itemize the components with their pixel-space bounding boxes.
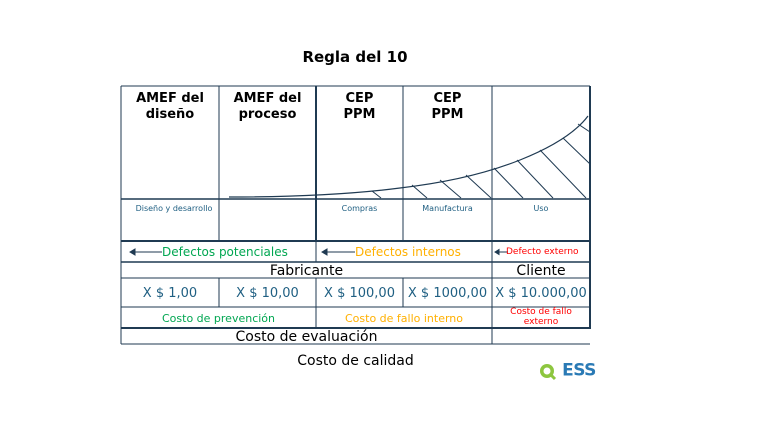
header-amef-diseno: AMEF del diseño [136,91,204,122]
qess-logo-text: ESS [562,360,596,381]
price-10: X $ 10,00 [236,286,299,301]
phase-design: Diseño y desarrollo [135,204,213,213]
header-cep-ppm-2: CEP PPM [431,91,464,122]
qess-logo-mark-icon [540,363,557,380]
phase-use: Uso [533,204,549,213]
header-amef-proceso: AMEF del proceso [233,91,302,122]
price-100: X $ 100,00 [324,286,395,301]
qess-logo: ESS [537,360,596,381]
defects-internal: Defectos internos [355,245,461,259]
defect-external: Defecto externo [506,247,579,257]
cost-quality: Costo de calidad [297,353,414,369]
cost-internal-failure: Costo de fallo interno [344,312,464,325]
stakeholder-client: Cliente [516,263,566,279]
defects-potential: Defectos potenciales [162,245,288,259]
stakeholder-maker: Fabricante [269,263,344,279]
price-10000: X $ 10.000,00 [495,286,587,301]
cost-evaluation: Costo de evaluación [235,329,378,345]
phase-purchasing: Compras [341,204,378,213]
phase-manufacturing: Manufactura [422,204,473,213]
cost-external-failure: Costo de fallo externo [510,307,572,327]
cost-prevention: Costo de prevención [161,312,275,325]
header-cep-ppm-1: CEP PPM [343,91,376,122]
price-1: X $ 1,00 [142,286,198,301]
diagram-title: Regla del 10 [302,48,408,66]
price-1000: X $ 1000,00 [407,286,488,301]
